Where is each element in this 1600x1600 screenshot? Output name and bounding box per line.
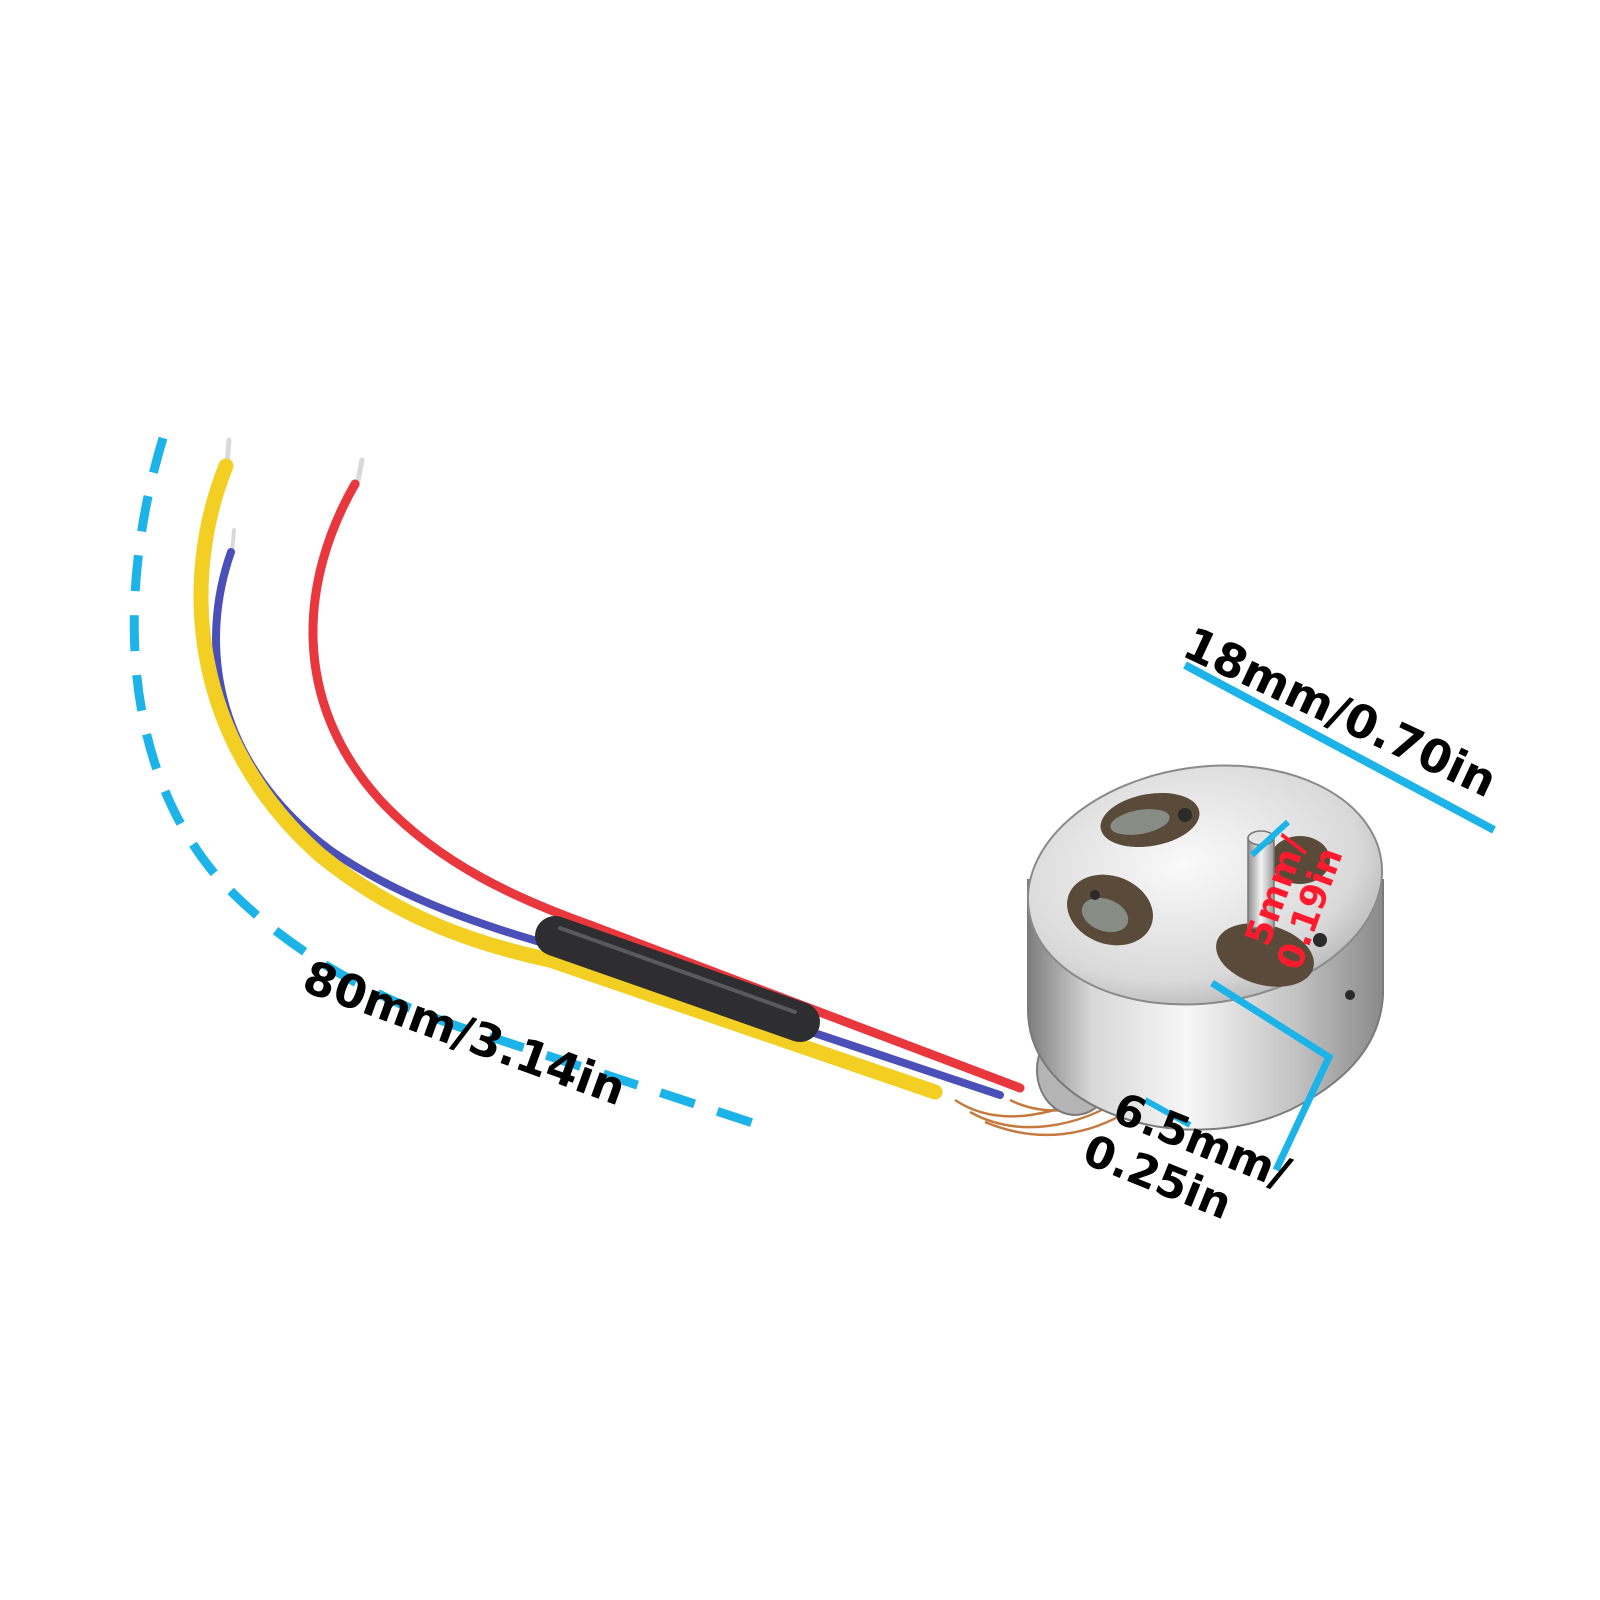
motor-lead-wires <box>193 437 1206 1137</box>
diameter-dimension-line <box>1183 661 1496 834</box>
dimension-annotations <box>129 436 1496 1172</box>
motor-screw-holes <box>1090 808 1355 1000</box>
brushless-motor <box>1026 764 1384 1131</box>
height-dimension-bracket <box>1210 980 1334 1172</box>
red-wire <box>308 479 1025 1093</box>
blue-wire <box>212 548 1004 1099</box>
lead-length-dimension-line <box>129 436 767 1132</box>
shaft-dimension-line <box>1249 819 1291 858</box>
yellow-wire <box>193 458 943 1100</box>
heat-shrink-sleeve <box>535 916 820 1042</box>
